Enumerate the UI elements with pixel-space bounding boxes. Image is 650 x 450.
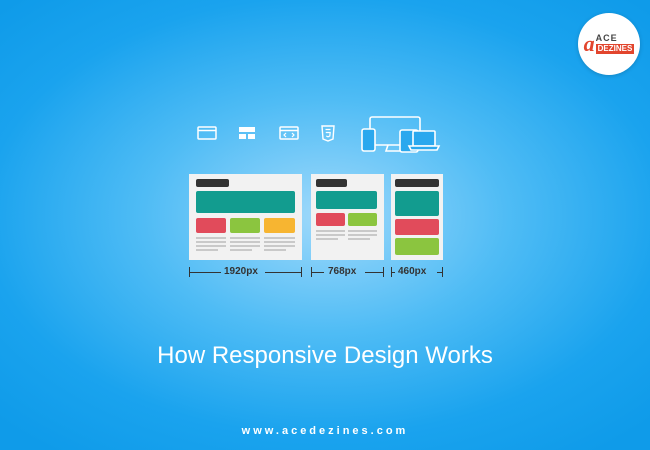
logo-badge: a ACE DEZINES [578,13,640,75]
text-line [316,234,345,236]
hero-block [395,191,439,216]
header-bar [395,179,439,187]
text-line [196,241,226,243]
browser-window-icon [197,126,217,140]
header-bar [196,179,229,187]
text-line [230,245,260,247]
text-line [196,245,226,247]
layout-blocks-icon [239,127,255,139]
content-block-red [316,213,345,226]
text-line [230,241,260,243]
text-line [316,230,345,232]
desktop-layout-mockup [189,174,302,260]
logo-line1: ACE [595,33,618,43]
tablet-layout-mockup [311,174,384,260]
width-indicator-mobile: 460px [391,265,443,279]
text-line [264,245,295,247]
hero-block [316,191,377,209]
icon-row [0,0,650,160]
text-line [196,249,218,251]
website-url: www.acedezines.com [241,425,409,437]
logo-mark: a [583,31,595,56]
text-line [264,241,295,243]
content-block-yellow [264,218,295,233]
text-line [348,234,377,236]
text-line [230,237,260,239]
text-line [316,238,338,240]
html5-shield-icon [321,125,335,142]
content-block-green [395,238,439,255]
width-label-tablet: 768px [328,266,357,277]
page-title: How Responsive Design Works [157,342,493,369]
header-bar [316,179,347,187]
text-line [196,237,226,239]
text-line [348,230,377,232]
width-label-desktop: 1920px [224,266,258,277]
content-block-green [230,218,260,233]
content-block-red [395,219,439,235]
content-block-green [348,213,377,226]
text-line [264,237,295,239]
multi-device-icon [361,116,441,153]
logo-line2: DEZINES [595,44,635,54]
text-line [230,249,252,251]
width-label-mobile: 460px [398,266,427,277]
hero-block [196,191,295,213]
width-indicator-desktop: 1920px [189,265,302,279]
content-block-red [196,218,226,233]
text-line [348,238,370,240]
code-window-icon [279,126,299,140]
logo: a ACE DEZINES [584,33,635,55]
logo-text: ACE DEZINES [595,33,635,54]
width-indicator-tablet: 768px [311,265,384,279]
text-line [264,249,286,251]
mobile-layout-mockup [391,174,443,260]
